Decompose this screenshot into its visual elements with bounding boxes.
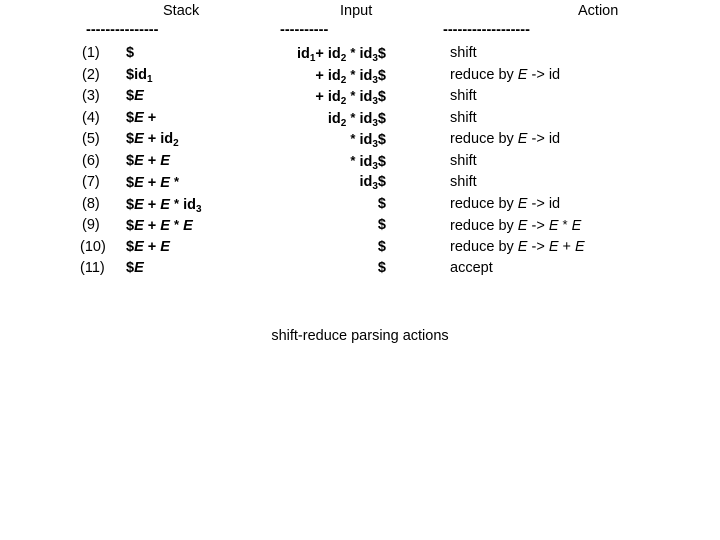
cell-input: $ [377,217,386,233]
column-rule-input: ---------- [280,22,329,38]
cell-input: $ [377,260,386,276]
cell-action: shift [450,174,477,190]
cell-stack: $E + E * [126,174,180,191]
cell-input: id2 * id3$ [327,109,386,129]
row-step-number: (9) [82,217,100,233]
cell-input: * id3$ [350,152,386,172]
cell-stack: $E + id2 [126,131,179,149]
column-rule-action: ------------------ [443,22,530,38]
cell-action: shift [450,88,477,104]
table-row: (5) $E + id2 * id3$ reduce by E -> id [0,131,720,153]
cell-input: + id2 * id3$ [315,88,386,107]
cell-input: + id2 * id3$ [315,66,386,86]
cell-action: reduce by E -> E * E [450,217,582,234]
row-step-number: (5) [82,131,100,147]
table-row: (7) $E + E * id3$ shift [0,174,720,196]
table-row: (9) $E + E * E $ reduce by E -> E * E [0,217,720,239]
table-row: (2) $id1 + id2 * id3$ reduce by E -> id [0,67,720,89]
row-step-number: (8) [82,195,100,212]
cell-stack: $E + E * id3 [126,195,202,215]
column-header-action: Action [578,3,619,19]
row-step-number: (10) [80,238,106,255]
cell-input: id1+ id2 * id3$ [296,45,386,64]
cell-action: reduce by E -> E + E [450,238,585,255]
cell-action: shift [450,152,477,169]
table-row: (11) $E $ accept [0,260,720,282]
column-rule-stack: --------------- [86,22,159,38]
table-row: (3) $E + id2 * id3$ shift [0,88,720,110]
cell-action: shift [450,109,477,126]
cell-input: id3$ [359,174,386,192]
cell-input: $ [377,195,386,212]
cell-stack: $id1 [126,66,153,85]
row-step-number: (2) [82,66,100,83]
cell-stack: $ [126,45,135,61]
cell-stack: $E + [126,109,157,126]
table-row: (1) $ id1+ id2 * id3$ shift [0,45,720,67]
row-step-number: (1) [82,45,100,61]
cell-action: accept [450,260,493,276]
cell-input: $ [377,238,386,255]
cell-stack: $E + E [126,238,170,255]
cell-action: reduce by E -> id [450,131,561,147]
row-step-number: (3) [82,88,100,104]
cell-action: reduce by E -> id [450,195,561,212]
cell-stack: $E + E * E [126,217,193,234]
cell-input: * id3$ [350,131,386,150]
cell-action: reduce by E -> id [450,66,561,83]
cell-stack: $E [126,260,144,276]
cell-action: shift [450,45,477,61]
cell-stack: $E + E [126,152,170,169]
table-row: (10) $E + E $ reduce by E -> E + E [0,239,720,261]
figure-caption: shift-reduce parsing actions [271,328,449,344]
row-step-number: (6) [82,152,100,169]
row-step-number: (4) [82,109,100,126]
cell-stack: $E [126,88,144,104]
row-step-number: (11) [80,260,105,276]
column-header-stack: Stack [163,3,200,19]
table-row: (6) $E + E * id3$ shift [0,153,720,175]
column-header-input: Input [340,3,373,19]
table-row: (8) $E + E * id3 $ reduce by E -> id [0,196,720,218]
table-row: (4) $E + id2 * id3$ shift [0,110,720,132]
row-step-number: (7) [82,174,100,190]
